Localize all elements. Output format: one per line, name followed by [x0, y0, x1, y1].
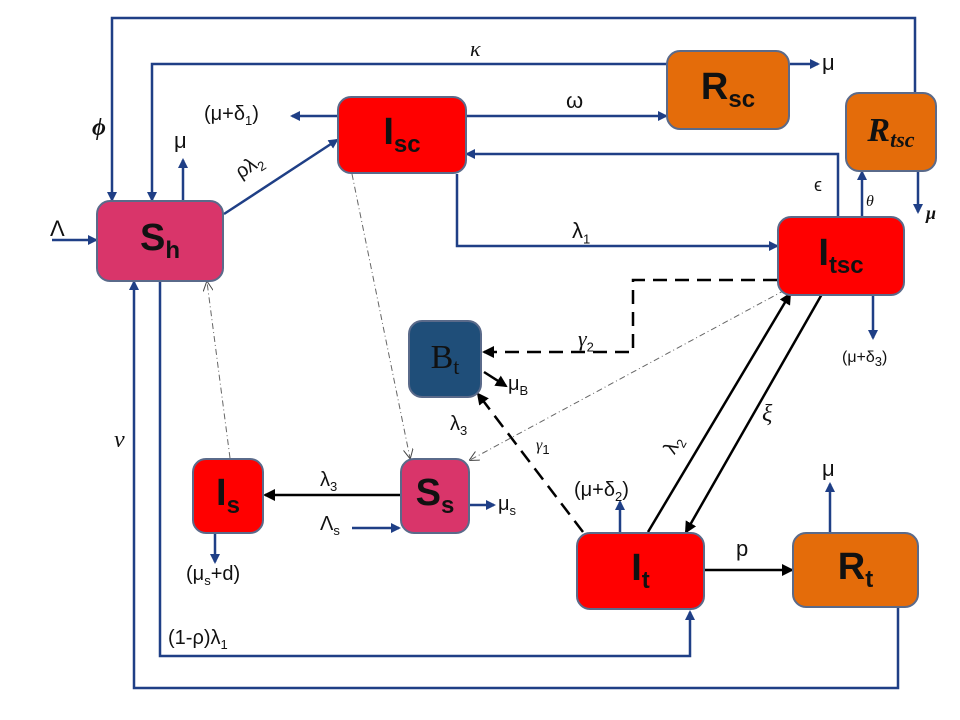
edge-one-minus-rho — [158, 282, 695, 658]
label-mu-delta1: (μ+δ1) — [204, 103, 259, 128]
label-Lambda-s: Λs — [320, 513, 340, 538]
label-kappa: κ — [470, 36, 481, 61]
node-Sh[interactable]: Sh — [96, 200, 224, 282]
label-mu-delta2: (μ+δ2) — [574, 479, 629, 504]
label-mu-delta3: (μ+δ3) — [842, 349, 888, 370]
label-mu-s: μs — [498, 493, 517, 518]
edge-gamma2 — [482, 278, 777, 358]
label-theta: θ — [866, 193, 874, 210]
label-epsilon: ϵ — [814, 175, 822, 195]
node-Isc[interactable]: Isc — [337, 96, 467, 174]
label-mu-B: μB — [508, 373, 529, 398]
label-mu-rtsc: μ — [926, 203, 937, 223]
node-It[interactable]: It — [576, 532, 705, 610]
edge-is-sh — [207, 282, 231, 459]
edge-epsilon — [465, 149, 840, 216]
label-lambda3-b: λ3 — [320, 469, 338, 494]
edge-gamma1 — [476, 392, 584, 533]
node-Rsc[interactable]: Rsc — [666, 50, 790, 130]
edge-bt-mu — [483, 370, 508, 388]
edge-itsc-ss — [470, 289, 786, 460]
label-one-minus-rho: (1-ρ)λ1 — [168, 627, 228, 652]
edge-isc-ss — [351, 173, 410, 458]
node-Rt[interactable]: Rt — [792, 532, 919, 608]
label-xi: ξ — [762, 401, 773, 427]
label-mu-rt: μ — [822, 456, 835, 481]
edge-rho-lambda2 — [223, 138, 339, 216]
label-phi: ϕ — [92, 115, 106, 141]
node-Is[interactable]: Is — [192, 458, 264, 534]
label-lambda1: λ1 — [572, 218, 591, 247]
edge-kappa — [147, 62, 668, 202]
label-gamma1: γ1 — [536, 437, 550, 458]
node-Rtsc[interactable]: Rtsc — [845, 92, 937, 172]
label-omega: ω — [566, 88, 584, 113]
label-gamma2: γ2 — [578, 326, 594, 355]
label-lambda3-a: λ3 — [450, 413, 468, 438]
label-p: p — [736, 536, 749, 561]
label-Lambda: Λ — [50, 216, 65, 241]
edge-nu — [129, 280, 900, 690]
edge-lambda2-it-itsc — [646, 292, 792, 533]
node-Bt[interactable]: Bt — [408, 320, 482, 398]
node-Itsc[interactable]: Itsc — [777, 216, 905, 296]
label-nu: ν — [114, 427, 125, 453]
label-mu-s-d: (μs+d) — [186, 563, 241, 588]
edge-xi — [684, 293, 824, 534]
label-mu-rsc: μ — [822, 50, 835, 75]
label-mu-sh: μ — [174, 128, 187, 153]
edge-phi — [107, 16, 917, 202]
node-Ss[interactable]: Ss — [400, 458, 470, 534]
edge-lambda1 — [455, 174, 779, 251]
